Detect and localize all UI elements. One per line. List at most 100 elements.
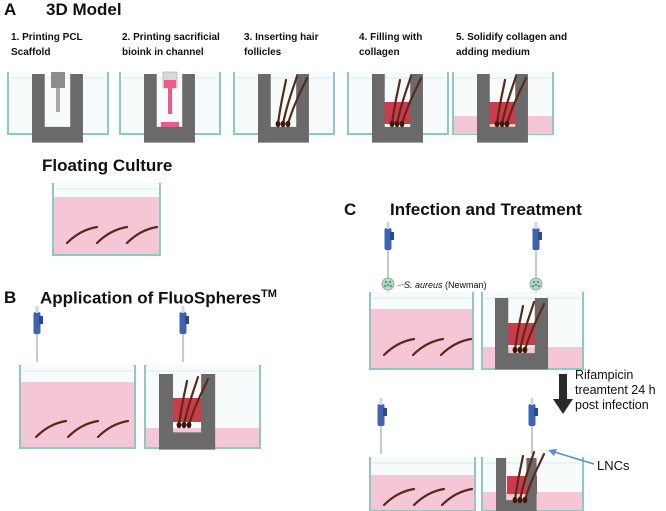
pointer-arrow-icon [548,449,595,465]
hair-follicle-icon [281,74,299,126]
printer-nozzle-icon [51,72,65,112]
bacteria-species: S. aureus [404,280,443,290]
pipette-handle [39,316,43,324]
hair-follicle-icon [96,419,130,439]
pipette-plunger [534,222,538,229]
floating-culture-title: Floating Culture [42,156,173,175]
bacteria-cell [389,284,393,288]
hair-bulb [275,120,281,128]
hair-bulb [499,120,505,128]
hair-bulb [522,346,528,354]
pipette-handle [538,232,542,240]
bacteria-cell [388,280,392,284]
step-4-line-2: collagen [359,47,400,58]
step-4-graphic [347,72,449,143]
hair-follicle-icon [382,487,416,507]
pipette-icon [384,222,394,278]
step-5-line-1: 5. Solidify collagen and [456,32,568,43]
hair-follicle-icon [513,454,525,502]
fluospheres-floating-graphic [19,306,136,449]
panel-b-title-text: Application of FluoSpheres [40,288,262,308]
bacteria-cell [537,284,541,288]
pcl-scaffold [496,458,537,511]
hair-follicle-icon [500,74,518,126]
bioink-nozzle-icon [162,71,178,114]
step-5-line-2: adding medium [456,47,530,58]
container-wall [369,292,474,370]
bacteria-cell [536,280,540,284]
hair-follicle-icon [34,419,68,439]
hair-follicle-icon [187,377,210,427]
hair-follicle-icon [513,304,525,352]
panel-a-title: 3D Model [46,0,122,19]
pcl-scaffold [476,74,528,143]
step-1-line-2: Scaffold [11,47,51,58]
bacteria-label-leader [396,283,406,287]
pointer-arrow-head [548,449,557,456]
hair-bulb [512,496,518,504]
pipette-body [33,312,41,334]
nozzle-bioink [164,80,176,88]
down-arrow-shaft [559,374,567,400]
step-3-graphic [233,72,335,143]
nozzle-tip [56,88,60,112]
lnc-label: LNCs [597,458,630,473]
hair-bulb [522,496,528,504]
hair-follicle-icon [182,375,200,427]
hair-follicle-icon [523,452,546,502]
panel-b-title-superscript: TM [261,288,277,300]
bacteria-cell [534,283,538,287]
step-5-label: 5. Solidify collagen and adding medium [456,30,567,60]
pipette-body [179,312,187,334]
pipette-handle [185,316,189,324]
hair-follicle-icon [518,450,536,502]
bacteria-cell [384,280,388,284]
hair-bulb [389,120,395,128]
hair-follicle-icon [276,78,288,126]
pcl-scaffold [32,74,83,143]
collagen-block [382,102,414,124]
fluospheres-scaffold-graphic [144,306,261,450]
floating-culture-graphic [52,183,161,256]
infection-floating-graphic [369,222,474,370]
container-wall [19,365,136,449]
pipette-body [377,404,385,426]
down-arrow-icon [553,374,573,414]
treatment-note: Rifampicin treamtent 24 h post infection [575,368,656,413]
treatment-floating-graphic [369,398,476,511]
pipette-icon [532,222,542,278]
pipette-handle [383,408,387,416]
infection-scaffold-graphic [481,222,584,370]
bacteria-strain: (Newman) [442,280,487,290]
hair-bulb [504,120,510,128]
hair-follicle-icon [382,337,416,357]
treatment-line-1: Rifampicin [575,368,634,382]
panel-c-title: Infection and Treatment [390,200,582,219]
hair-follicle-icon [439,337,473,357]
panel-b-graphics [19,306,261,450]
pcl-scaffold [144,74,195,143]
hair-bulb [186,421,192,429]
step-5-graphic [452,72,554,143]
hair-follicle-icon [495,78,507,126]
hair-follicle-icon [412,487,446,507]
hair-bulb [181,421,187,429]
nozzle-body [51,72,65,88]
panel-a-graphics [7,71,554,256]
culture-medium [371,475,474,510]
step-1-graphic [7,72,109,143]
panel-a-letter: A [4,0,17,19]
pcl-scaffold [495,298,549,370]
step-2-line-2: bioink in channel [122,47,204,58]
hair-follicle-icon [66,419,100,439]
culture-medium [54,197,159,254]
pipette-plunger [379,398,383,405]
pipette-body [384,228,392,250]
panel-c-graphics [369,222,595,511]
step-3-line-2: follicles [244,47,282,58]
hair-follicle-icon [400,76,423,126]
panel-b-title: Application of FluoSpheresTM [40,288,277,309]
container-wall [369,457,476,511]
